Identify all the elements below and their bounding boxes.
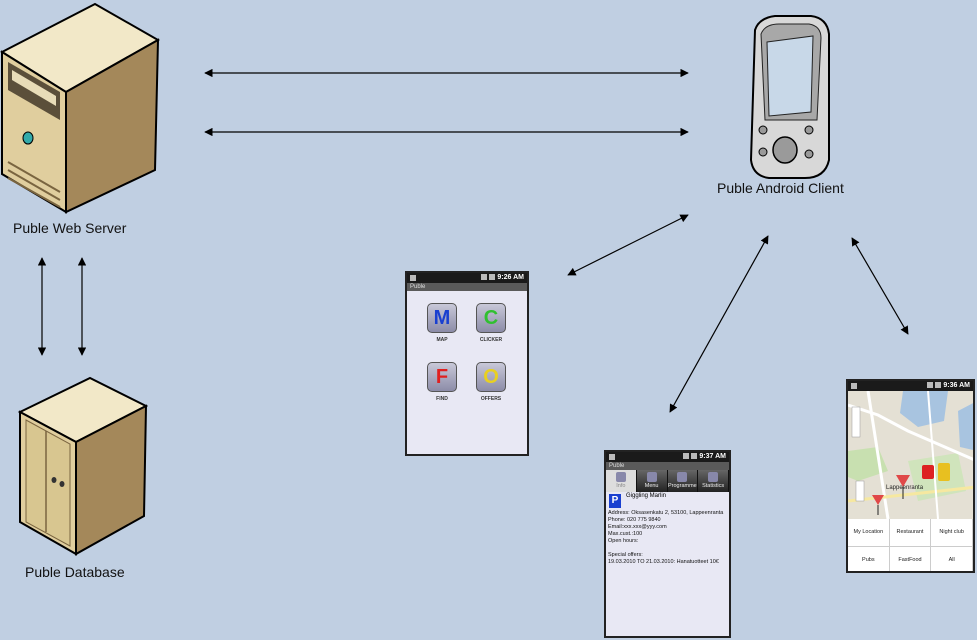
tab-menu[interactable]: Menu xyxy=(636,470,668,492)
status-time: 9:37 AM xyxy=(699,453,726,460)
beer-icon xyxy=(938,463,950,481)
status-time: 9:36 AM xyxy=(943,382,970,389)
my-location-button[interactable]: My Location xyxy=(848,519,890,547)
offers-tile-button[interactable]: O xyxy=(476,362,506,392)
all-button[interactable]: All xyxy=(931,547,973,571)
phone-map-view: 9:36 AM Lappeenranta My Location Restaur… xyxy=(846,379,975,573)
map-tile-icon: M xyxy=(433,307,451,329)
network-icon xyxy=(481,274,488,281)
battery-icon xyxy=(691,453,698,460)
night-club-button[interactable]: Night club xyxy=(931,519,973,547)
info-line: Special offers: xyxy=(608,552,643,558)
handheld-device-icon xyxy=(749,15,830,179)
client-phone1-arrow xyxy=(567,214,689,276)
cocktail-icon xyxy=(872,495,884,505)
map-graphic xyxy=(848,391,973,519)
offers-tile-label: OFFERS xyxy=(480,396,502,402)
info-line: Phone: 020 775 9840 xyxy=(608,517,661,523)
notification-icon xyxy=(851,383,857,389)
notification-icon xyxy=(609,454,615,460)
database-label: Puble Database xyxy=(25,564,125,580)
status-bar: 9:37 AM xyxy=(606,452,729,462)
web-server-label: Puble Web Server xyxy=(13,220,127,236)
info-line xyxy=(608,545,727,552)
network-icon xyxy=(927,382,934,389)
client-phone3-arrow xyxy=(851,237,909,335)
info-line: Address: Oksasenkatu 2, 53100, Lappeenra… xyxy=(608,510,724,516)
info-line: Email:xxx.xxx@yyy.com xyxy=(608,524,667,530)
app-title-bar: Puble xyxy=(606,462,729,470)
tab-statistics[interactable]: Statistics xyxy=(698,470,729,492)
database-icon xyxy=(18,376,148,556)
map-tile-label: MAP xyxy=(436,337,448,343)
menu-icon xyxy=(646,472,657,482)
clicker-tile-button[interactable]: C xyxy=(476,303,506,333)
find-tile-button[interactable]: F xyxy=(427,362,457,392)
statistics-icon xyxy=(708,472,719,482)
cocktail-icon xyxy=(896,475,910,487)
phone-main-menu: 9:26 AM Puble M MAP C CLICKER F FIND O O… xyxy=(405,271,529,456)
client-phone2-arrow xyxy=(669,235,769,413)
info-icon xyxy=(615,472,626,482)
find-tile-label: FIND xyxy=(436,396,448,402)
tab-info[interactable]: Info xyxy=(606,470,637,492)
map-city-label: Lappeenranta xyxy=(886,485,924,491)
tab-programme[interactable]: Programme xyxy=(667,470,699,492)
phone-venue-info: 9:37 AM Puble Info Menu Programme Statis… xyxy=(604,450,731,638)
info-line: Open hours: xyxy=(608,538,639,544)
server-icon xyxy=(0,2,160,214)
clicker-tile-icon: C xyxy=(483,307,499,329)
info-line: Max.cust.:100 xyxy=(608,531,643,537)
venue-name: Giggling Marlin xyxy=(626,493,667,499)
venue-details: Address: Oksasenkatu 2, 53100, Lappeenra… xyxy=(606,510,729,566)
notification-icon xyxy=(410,275,416,281)
programme-icon xyxy=(677,472,688,482)
category-grid: My Location Restaurant Night club Pubs F… xyxy=(848,519,973,571)
find-tile-icon: F xyxy=(435,366,449,388)
android-marker-icon xyxy=(922,465,934,479)
battery-icon xyxy=(935,382,942,389)
map-tile-button[interactable]: M xyxy=(427,303,457,333)
fastfood-button[interactable]: FastFood xyxy=(890,547,932,571)
status-time: 9:26 AM xyxy=(497,274,524,281)
network-icon xyxy=(683,453,690,460)
parking-icon: P xyxy=(609,494,621,508)
tab-bar: Info Menu Programme Statistics xyxy=(606,470,729,492)
info-line: 19.03.2010 TO 21.03.2010: Hanatuotteet 1… xyxy=(608,559,719,565)
offers-tile-icon: O xyxy=(483,366,499,388)
battery-icon xyxy=(489,274,496,281)
status-bar: 9:26 AM xyxy=(407,273,527,283)
android-client-label: Puble Android Client xyxy=(717,180,844,196)
restaurant-button[interactable]: Restaurant xyxy=(889,519,932,547)
clicker-tile-label: CLICKER xyxy=(479,337,503,343)
map-view[interactable]: Lappeenranta xyxy=(848,391,973,519)
status-bar: 9:36 AM xyxy=(848,381,973,391)
app-title-bar: Puble xyxy=(407,283,527,291)
pubs-button[interactable]: Pubs xyxy=(848,547,890,571)
